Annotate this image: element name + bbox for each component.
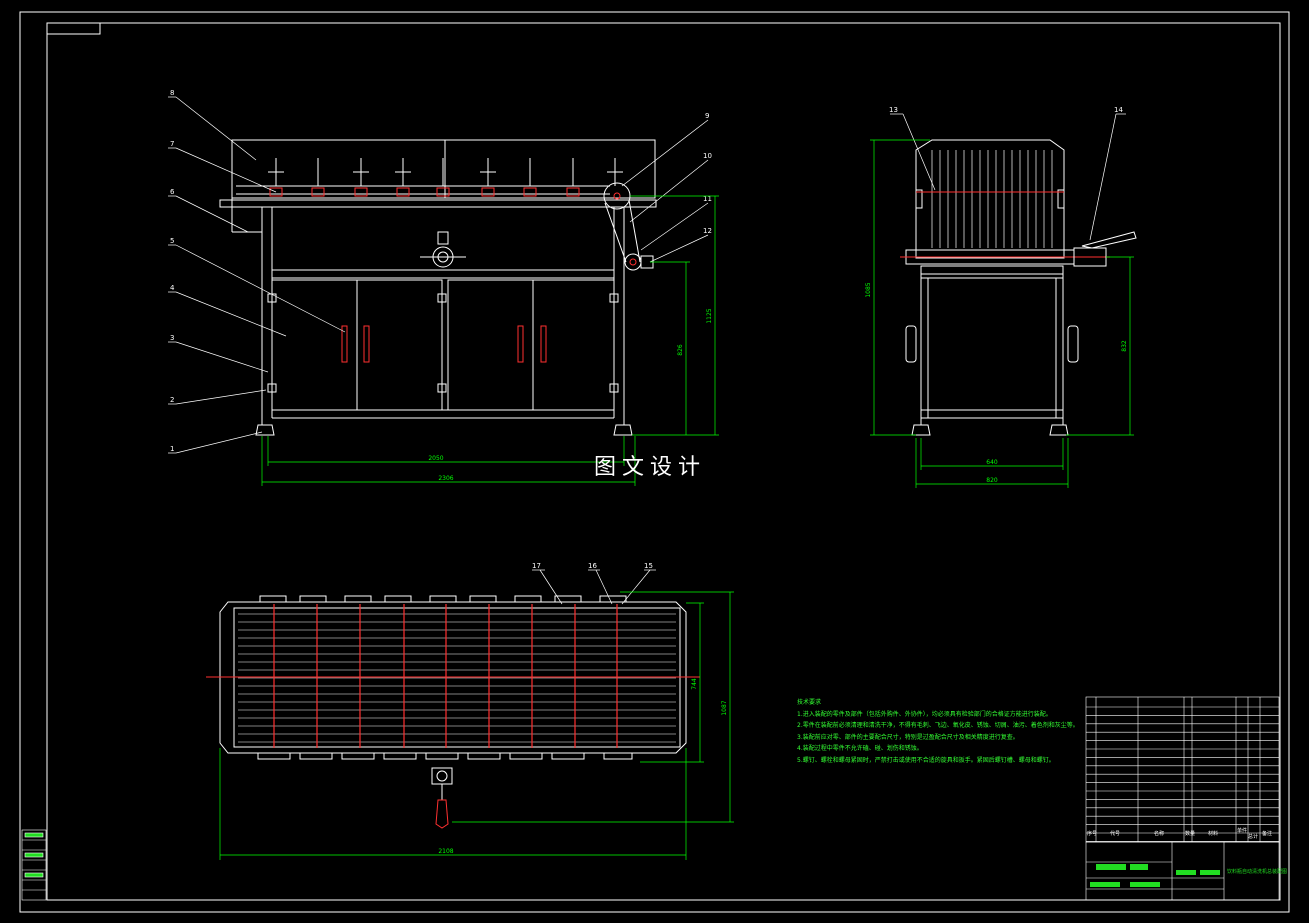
front-dimensions [261,195,719,486]
front-leaders [168,96,709,454]
notes-line-2: 2.零件在装配前必须清理和清洗干净，不得有毛刺、飞边、氧化皮、锈蚀、切屑、油污、… [797,722,1079,729]
side-dim-labels: 1085 832 640 820 [865,282,1128,484]
top-leaders [532,569,656,605]
dim-top-width-b: 1087 [721,700,728,715]
bom-header-unit: 单件 [1237,827,1247,834]
drawing-name: 饮料瓶自动清洗机总装配图 [1227,868,1287,875]
side-dimensions [870,139,1134,488]
callout-3: 3 [170,334,174,342]
callout-6: 6 [170,188,175,196]
bom-table [1085,696,1280,843]
margin-block [21,829,47,901]
callout-4: 4 [170,284,175,292]
side-view [900,139,1137,436]
notes-line-5: 5.螺钉、螺栓和螺母紧固时，严禁打击或使用不合适的旋具和扳手。紧固后螺钉槽、螺母… [797,756,1055,764]
top-dim-labels: 744 1087 2108 [438,678,728,855]
callout-12: 12 [703,227,712,235]
callout-14: 14 [1114,106,1123,114]
technical-notes: 技术要求 1.进入装配的零件及部件（包括外购件、外协件），均必须具有检验部门的合… [797,697,1079,766]
dim-side-inner: 640 [986,459,998,466]
bom-header-material: 材料 [1208,830,1218,837]
callout-8: 8 [170,89,174,97]
sprockets [269,187,580,197]
watermark-text: 图文设计 [594,455,707,480]
dim-height-a: 826 [677,344,684,356]
notes-title: 技术要求 [797,699,822,706]
callout-15: 15 [644,562,653,570]
top-handles [257,595,633,760]
callout-10: 10 [703,152,712,160]
callout-11: 11 [703,195,712,203]
bom-header-no: 序号 [1087,830,1097,837]
notes-line-4: 4.装配过程中零件不允许磕、碰、划伤和锈蚀。 [797,745,923,752]
callout-16: 16 [588,562,597,570]
callout-2: 2 [170,396,174,404]
callout-1: 1 [170,445,174,453]
top-callout-labels: 17 16 15 [532,562,653,570]
dim-overall-width: 2306 [438,475,453,482]
dim-height-b: 1125 [706,308,713,323]
front-dim-labels: 2050 2306 826 1125 [428,308,713,482]
callout-13: 13 [889,106,898,114]
callout-7: 7 [170,140,174,148]
callout-5: 5 [170,237,174,245]
front-callout-labels: 8 7 6 5 4 3 2 1 9 10 11 12 [170,89,712,453]
notes-line-3: 3.装配前应对零、部件的主要配合尺寸，特别是过盈配合尺寸及相关精度进行复查。 [797,733,1019,741]
bom-header-qty: 数量 [1185,830,1195,837]
dim-inner-width: 2050 [428,455,443,462]
drawing-frame [19,11,1290,913]
dim-table-height: 832 [1121,340,1128,352]
top-slats [238,613,676,743]
bom-header-name: 名称 [1154,830,1164,837]
notes-line-1: 1.进入装配的零件及部件（包括外购件、外协件），均必须具有检验部门的合格证方能进… [797,710,1052,718]
side-fins [931,150,1053,248]
callout-9: 9 [705,112,709,120]
dim-top-length: 2108 [438,848,453,855]
top-view [206,595,700,829]
top-dimensions [219,591,734,860]
title-block [1085,841,1280,901]
dim-top-width-a: 744 [691,678,698,690]
bom-header-total: 总计 [1248,833,1258,840]
dim-side-height: 1085 [865,282,872,297]
spray-rods [268,158,623,186]
callout-17: 17 [532,562,541,570]
front-view [219,139,657,436]
side-leaders [890,113,1126,241]
title-block-text: 序号 代号 名称 数量 材料 单件 总计 备注 饮料瓶自动清洗机总装配图 [1087,827,1287,875]
side-callout-labels: 13 14 [889,106,1123,114]
top-rods [273,604,618,748]
bom-header-remark: 备注 [1262,830,1272,837]
dim-side-overall: 820 [986,477,998,484]
bom-header-code: 代号 [1110,830,1120,837]
